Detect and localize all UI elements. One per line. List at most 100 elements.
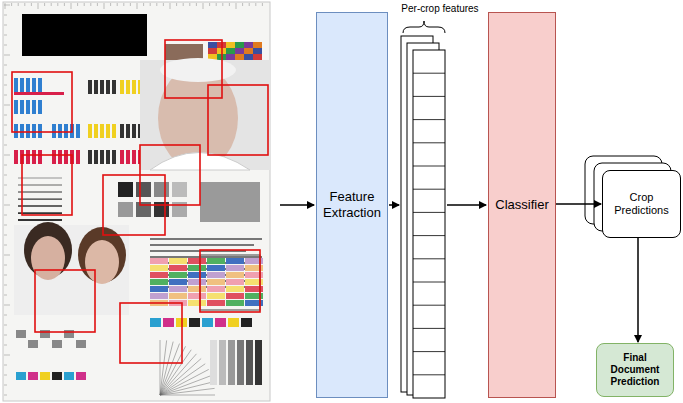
- color-stripe: [188, 286, 206, 292]
- grey-patch: [118, 202, 133, 217]
- color-bar: [88, 124, 92, 138]
- ruler-tick: [4, 105, 10, 106]
- ruler-tick: [97, 3, 98, 6]
- color-stripe: [150, 258, 168, 264]
- ruler-tick: [242, 3, 243, 6]
- ruler-tick: [18, 3, 19, 6]
- ruler-tick: [249, 3, 250, 6]
- color-bar: [100, 124, 104, 138]
- color-checker: [253, 48, 262, 54]
- line-sample: [18, 185, 62, 186]
- color-square: [28, 372, 38, 380]
- ruler-tick: [4, 55, 10, 56]
- ruler-tick: [170, 3, 171, 9]
- ruler-tick: [222, 3, 223, 6]
- color-bar: [26, 100, 30, 114]
- ruler-tick: [4, 325, 7, 326]
- color-bar: [120, 150, 124, 164]
- fan-line: [160, 342, 173, 395]
- color-stripe: [169, 265, 187, 271]
- color-bar: [26, 124, 30, 138]
- ruler-tick: [11, 3, 12, 6]
- line-sample: [18, 212, 62, 214]
- color-stripe: [226, 265, 244, 271]
- color-bar: [106, 80, 110, 94]
- ruler-tick: [44, 3, 45, 6]
- color-bar: [14, 124, 18, 138]
- result-box: Final Document Prediction: [596, 343, 674, 397]
- feature-cell: [413, 258, 445, 259]
- ruler-tick: [209, 3, 210, 6]
- color-bar: [20, 100, 24, 114]
- ruler-tick: [4, 75, 7, 76]
- color-square: [163, 318, 174, 327]
- ruler-tick: [4, 65, 7, 66]
- ruler-tick: [236, 3, 237, 9]
- crop-box: [103, 175, 165, 235]
- feature-cell: [413, 166, 445, 167]
- color-stripe: [150, 272, 168, 278]
- crop-box: [200, 250, 260, 312]
- feature-cell: [413, 142, 445, 143]
- flow-arrow: [280, 204, 314, 206]
- stripe-frame: [200, 255, 260, 310]
- color-stripe: [169, 293, 187, 299]
- grey-patch: [136, 182, 151, 197]
- feature-cell: [413, 374, 445, 375]
- color-bar: [32, 150, 36, 164]
- color-stripe: [169, 286, 187, 292]
- color-stripe: [207, 293, 225, 299]
- feature-cell: [413, 119, 445, 120]
- ruler-tick: [71, 3, 72, 9]
- color-stripe: [150, 279, 168, 285]
- grey-patch: [154, 182, 169, 197]
- ruler-tick: [4, 395, 7, 396]
- color-bar: [38, 100, 42, 114]
- ruler-tick: [4, 285, 7, 286]
- ruler-tick: [90, 3, 91, 6]
- color-bar: [14, 78, 18, 92]
- ruler-tick: [4, 145, 7, 146]
- ruler-tick: [143, 3, 144, 6]
- grey-bar: [228, 340, 235, 385]
- flow-arrow: [389, 204, 399, 206]
- color-bar: [112, 80, 116, 94]
- color-stripe: [169, 258, 187, 264]
- ruler-tick: [4, 245, 7, 246]
- ruler-tick: [110, 3, 111, 6]
- fan-line: [160, 375, 211, 395]
- ruler-tick: [4, 45, 7, 46]
- grey-patch: [118, 182, 133, 197]
- color-square: [64, 372, 74, 380]
- ruler-tick: [183, 3, 184, 6]
- color-bar: [32, 78, 36, 92]
- color-checker: [244, 54, 253, 60]
- color-stripe: [207, 258, 225, 264]
- text-line: [150, 238, 262, 240]
- ruler-tick: [4, 5, 10, 6]
- color-bar: [32, 124, 36, 138]
- grey-bar: [246, 340, 253, 385]
- color-checker: [235, 54, 244, 60]
- color-checker: [235, 48, 244, 54]
- color-bar: [126, 124, 130, 138]
- ruler-tick: [150, 3, 151, 6]
- color-stripe: [226, 300, 244, 306]
- color-stripe: [188, 258, 206, 264]
- color-bar: [132, 150, 136, 164]
- color-bar: [94, 124, 98, 138]
- color-bar: [94, 150, 98, 164]
- line-sample: [18, 205, 62, 207]
- ruler-tick: [255, 3, 256, 6]
- flow-arrow: [637, 238, 639, 342]
- flow-arrow: [447, 204, 486, 206]
- crop-box: [22, 155, 72, 215]
- node-label: Feature Extraction: [320, 189, 384, 220]
- color-bar: [38, 78, 42, 92]
- ruler-tick: [176, 3, 177, 6]
- ruler-tick: [189, 3, 190, 6]
- feature-cell: [413, 73, 445, 74]
- color-square: [52, 372, 62, 380]
- color-bar: [100, 80, 104, 94]
